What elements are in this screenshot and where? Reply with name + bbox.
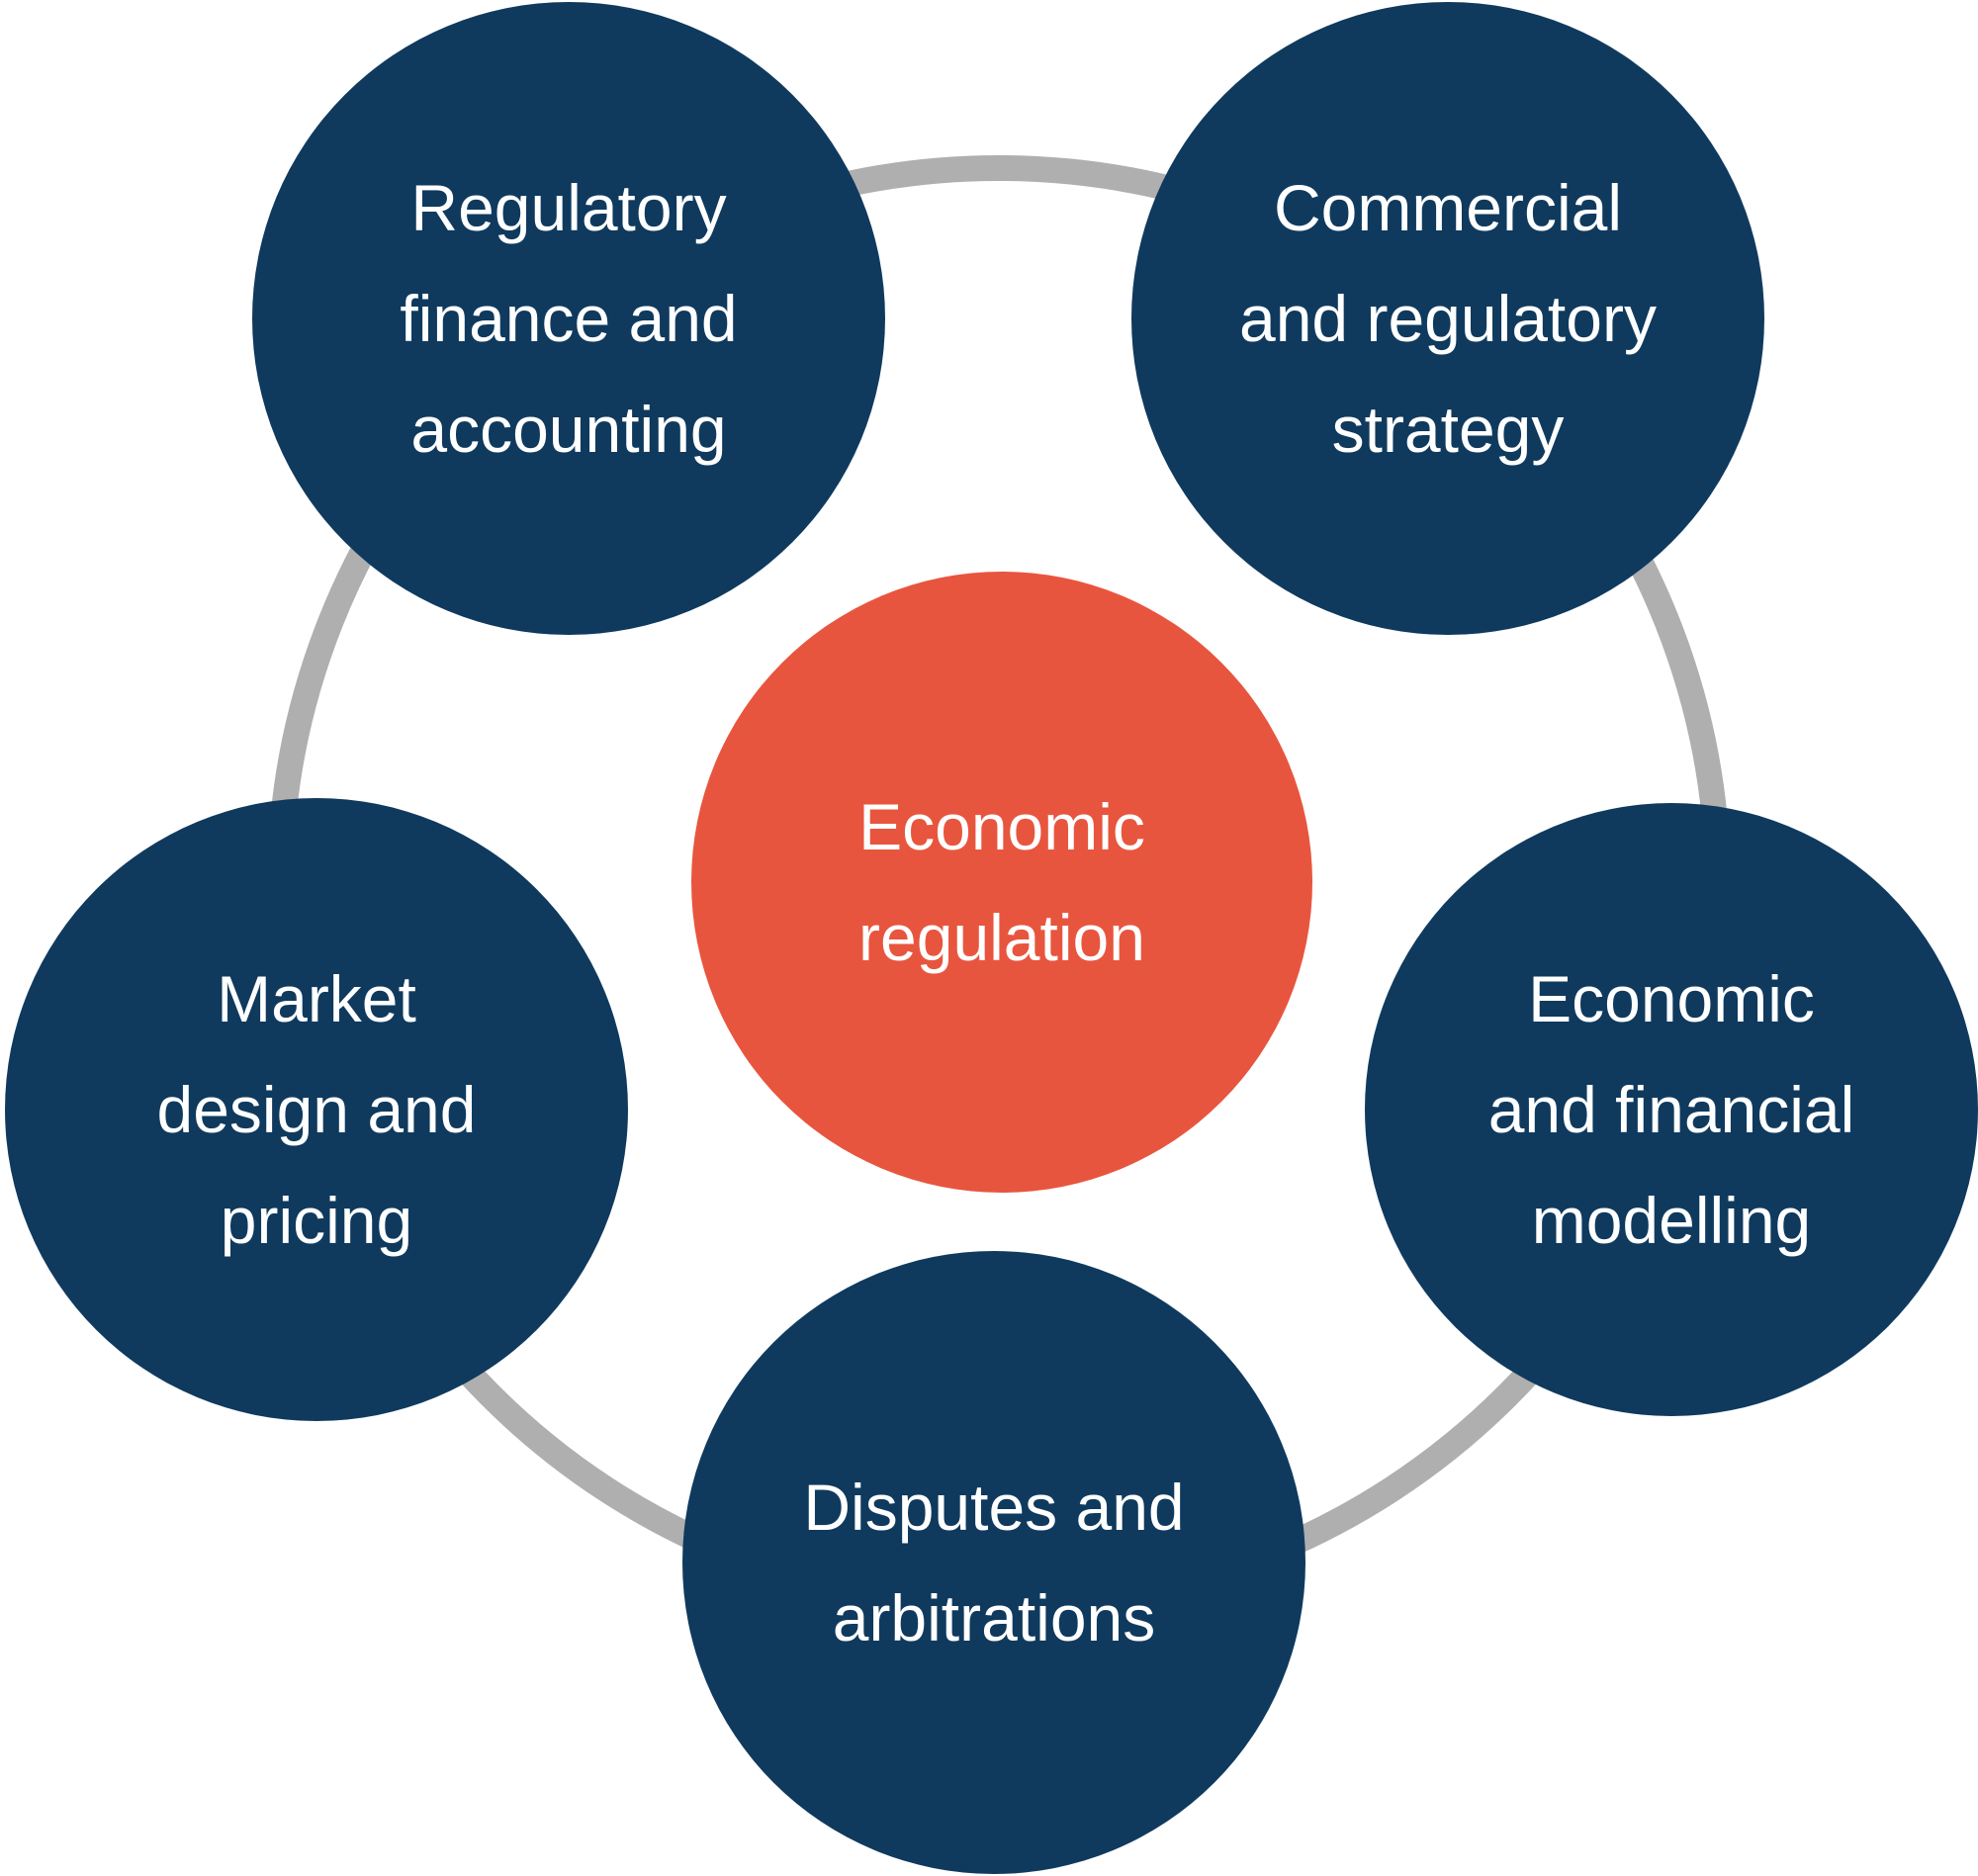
node-market-design-pricing: Market design and pricing [5, 798, 628, 1421]
node-label-line: Economic [1528, 962, 1815, 1035]
node-label-line: and regulatory [1239, 282, 1657, 355]
node-commercial-regulatory-strategy: Commercial and regulatory strategy [1131, 2, 1764, 635]
node-label-line: accounting [410, 393, 727, 466]
node-label-line: pricing [220, 1184, 413, 1257]
node-label-line: Disputes and [803, 1471, 1185, 1544]
node-label-line: Commercial [1273, 171, 1623, 244]
center-label-line: regulation [858, 901, 1145, 974]
node-label-line: design and [156, 1073, 477, 1146]
node-disputes-arbitrations: Disputes and arbitrations [682, 1251, 1305, 1874]
node-label-line: and financial [1487, 1073, 1855, 1146]
node-regulatory-finance-accounting: Regulatory finance and accounting [252, 2, 885, 635]
node-label-line: Regulatory [410, 171, 727, 244]
center-label-line: Economic [858, 790, 1145, 863]
node-label-line: finance and [400, 282, 738, 355]
node-label-line: modelling [1531, 1184, 1812, 1257]
center-node-economic-regulation: Economic regulation [691, 572, 1312, 1193]
node-label-line: Market [217, 962, 416, 1035]
node-label-line: strategy [1331, 393, 1565, 466]
node-label-line: arbitrations [832, 1581, 1156, 1654]
node-economic-financial-modelling: Economic and financial modelling [1365, 803, 1978, 1416]
